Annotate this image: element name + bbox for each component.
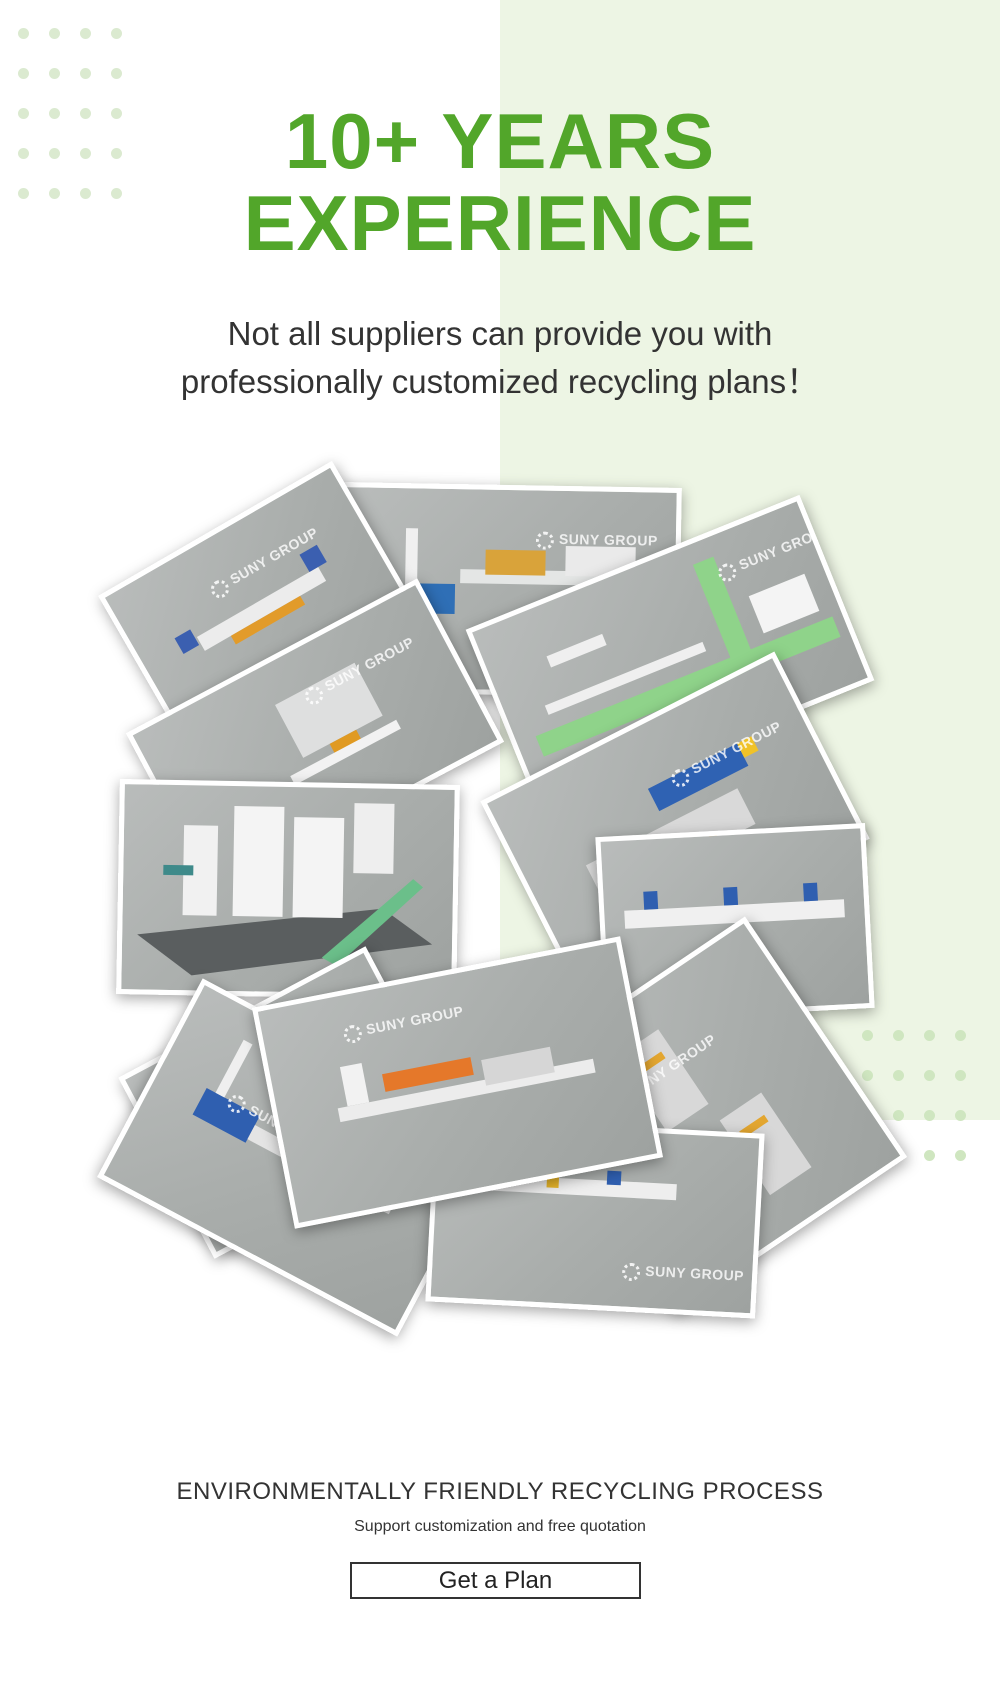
decorative-dot	[49, 108, 60, 119]
decorative-dot	[955, 1070, 966, 1081]
hero-subtitle: Not all suppliers can provide you with p…	[0, 310, 1000, 406]
decorative-dot	[111, 108, 122, 119]
get-a-plan-button[interactable]: Get a Plan	[350, 1562, 641, 1599]
gear-logo-icon	[342, 1023, 364, 1045]
decorative-dot	[924, 1150, 935, 1161]
decorative-dot	[893, 1030, 904, 1041]
machinery-illustration	[337, 1046, 596, 1123]
decorative-dot	[80, 28, 91, 39]
plant-photo-featured	[116, 779, 460, 1000]
decorative-dot	[18, 28, 29, 39]
decorative-dot	[49, 68, 60, 79]
machinery-illustration	[275, 662, 401, 785]
headline-line-2: EXPERIENCE	[243, 179, 757, 267]
machinery-illustration	[137, 803, 433, 976]
decorative-dot	[924, 1110, 935, 1121]
decorative-dot	[80, 148, 91, 159]
decorative-dot	[111, 188, 122, 199]
decorative-dot	[862, 1030, 873, 1041]
plant-photo	[595, 823, 875, 1022]
decorative-dot	[893, 1110, 904, 1121]
decorative-dot	[111, 148, 122, 159]
machinery-illustration	[174, 544, 327, 654]
decorative-dot	[80, 68, 91, 79]
decorative-dot	[18, 68, 29, 79]
decorative-dot	[49, 148, 60, 159]
decorative-dot	[955, 1030, 966, 1041]
gear-logo-icon	[535, 531, 555, 550]
process-subtitle: Support customization and free quotation	[354, 1518, 646, 1535]
plant-photo: SUNY GROUP	[465, 494, 875, 816]
decorative-dot	[955, 1110, 966, 1121]
decorative-dot	[862, 1070, 873, 1081]
headline: 10+ YEARS EXPERIENCE	[0, 100, 1000, 264]
recycling-plant-photo-collage: SUNY GROUP SUNY GROUP SUNY GROUP SUNY GR…	[0, 460, 1000, 1390]
watermark-text: SUNY GROUP	[535, 530, 658, 551]
site-layout-illustration	[535, 556, 841, 757]
subtitle-line-2: professionally customized recycling plan…	[180, 363, 820, 400]
plant-photo: SUNY GROUP	[98, 460, 432, 770]
decorative-dot	[924, 1070, 935, 1081]
plant-photo: SUNY GROUP	[251, 936, 664, 1229]
decorative-dot	[955, 1150, 966, 1161]
decorative-dot	[49, 28, 60, 39]
decorative-dot	[80, 108, 91, 119]
subtitle-line-1: Not all suppliers can provide you with	[227, 315, 773, 352]
decorative-dot	[18, 188, 29, 199]
machinery-illustration	[624, 882, 845, 929]
decorative-dot	[111, 68, 122, 79]
process-title: ENVIRONMENTALLY FRIENDLY RECYCLING PROCE…	[176, 1478, 824, 1505]
decorative-dot	[111, 28, 122, 39]
gear-logo-icon	[621, 1262, 641, 1282]
decorative-dot	[924, 1030, 935, 1041]
headline-line-1: 10+ YEARS	[284, 97, 716, 185]
decorative-dot	[49, 188, 60, 199]
decorative-dot	[18, 108, 29, 119]
decorative-dot	[80, 188, 91, 199]
decorative-dot	[18, 148, 29, 159]
decorative-dot	[893, 1070, 904, 1081]
plant-photo: SUNY GROUP	[125, 578, 505, 897]
